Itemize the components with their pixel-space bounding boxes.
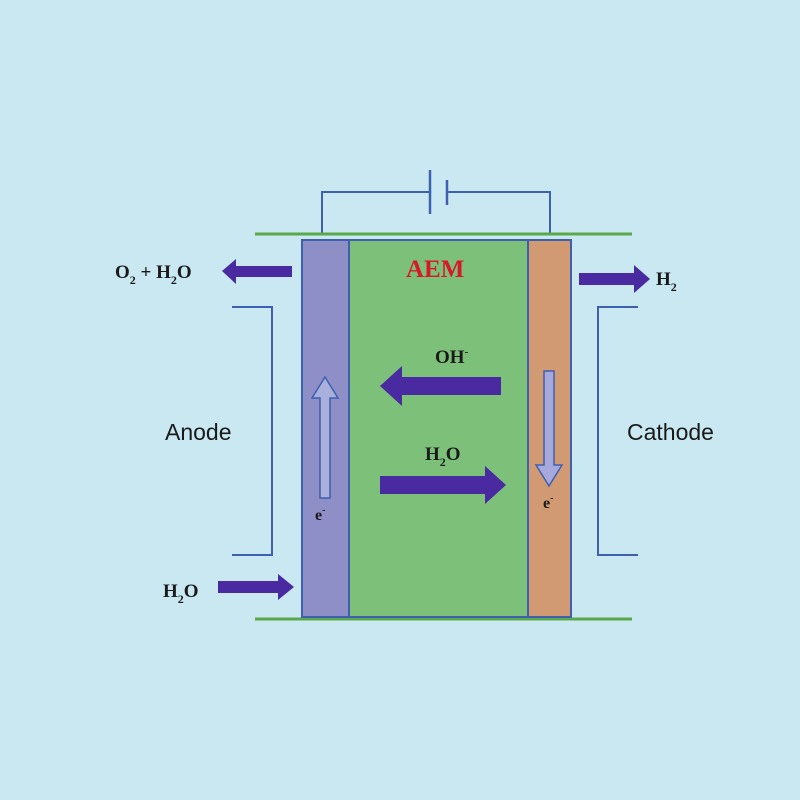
cathode-label: Cathode (627, 419, 714, 445)
electron-anode-label: e- (315, 505, 325, 524)
electron-arrow-icon (310, 375, 340, 499)
h2-outlet-label: H2 (656, 269, 677, 294)
battery-icon (321, 170, 551, 234)
o2-h2o-outlet-label: O2 + H2O (115, 262, 192, 287)
anode-bracket (232, 306, 273, 556)
membrane-layer (348, 239, 529, 618)
electron-cathode-label: e- (543, 493, 553, 512)
anode-label: Anode (165, 419, 232, 445)
oh-label: OH- (435, 346, 469, 368)
electron-arrow-icon (534, 370, 564, 488)
h2o-middle-label: H2O (425, 444, 461, 469)
h2o-inlet-label: H2O (163, 581, 199, 606)
flow-arrow-icon (218, 259, 650, 600)
cathode-bracket (597, 306, 638, 556)
aem-label: AEM (406, 256, 464, 283)
